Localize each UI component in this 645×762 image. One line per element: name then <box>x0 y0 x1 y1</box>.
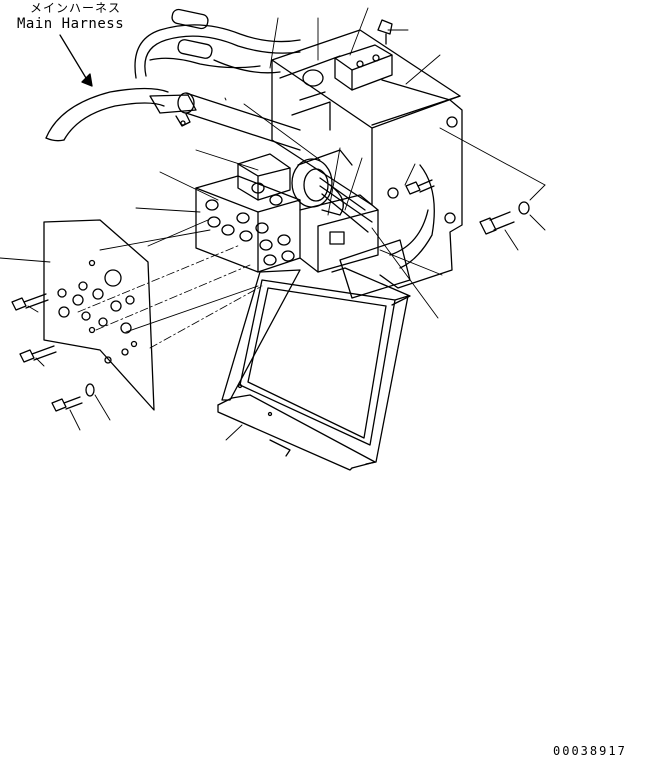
harness-arrow <box>60 35 92 86</box>
center-lines <box>78 245 262 348</box>
harness-label-japanese: メインハーネス <box>30 1 122 15</box>
relay-lamps <box>206 183 294 265</box>
upper-cables <box>135 8 300 78</box>
top-bracket <box>335 20 392 90</box>
mounting-bracket <box>380 80 462 288</box>
bolt-3 <box>52 384 94 411</box>
harness-label-english: Main Harness <box>17 16 125 32</box>
bolt-5 <box>388 180 434 198</box>
bolts-left <box>12 294 94 411</box>
harness-bracket-box <box>272 30 460 205</box>
drawing-number: 00038917 <box>553 744 627 758</box>
bolt-4 <box>480 202 529 234</box>
relay-cluster <box>196 154 300 272</box>
bolts-right <box>388 180 529 234</box>
main-harness <box>46 89 300 151</box>
tray-frame <box>218 268 410 470</box>
cover-plate <box>44 220 154 410</box>
leader-lines <box>0 8 545 440</box>
bolt-2 <box>20 346 56 362</box>
